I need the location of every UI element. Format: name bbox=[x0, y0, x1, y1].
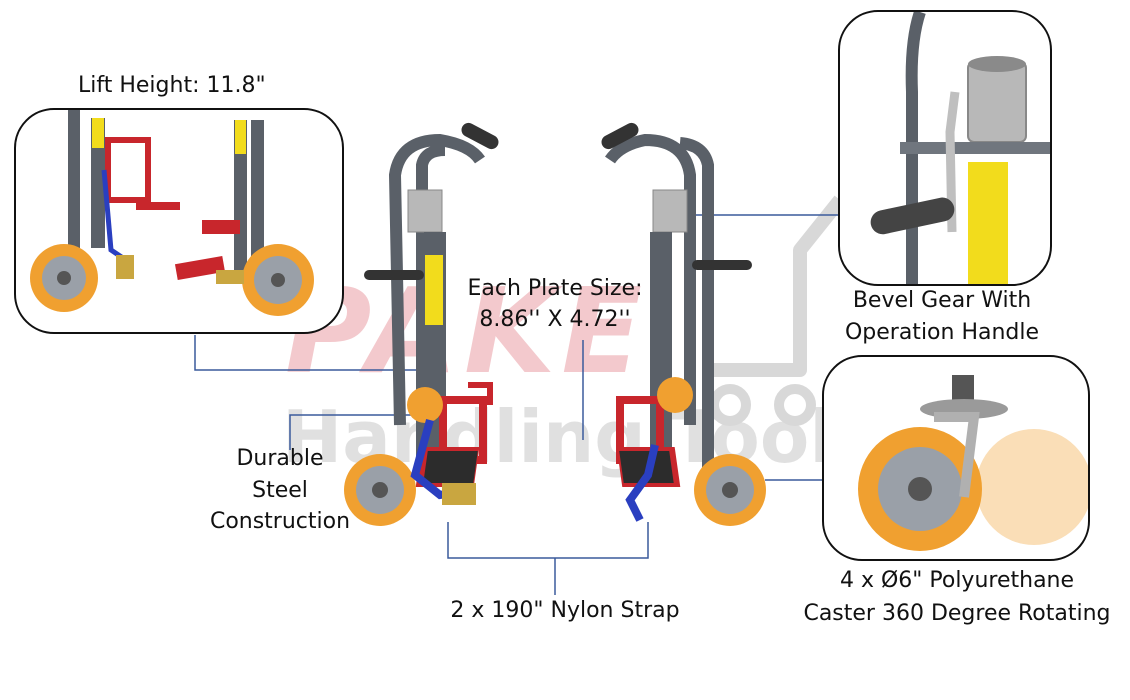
caster-label-line1: 4 x Ø6" Polyurethane bbox=[839, 568, 1075, 593]
cart-watermark-icon bbox=[709, 195, 846, 426]
bevel-gear-label-line2: Operation Handle bbox=[844, 320, 1040, 345]
caster-illustration bbox=[858, 375, 1088, 551]
lift-height-inset bbox=[14, 108, 344, 334]
plate-size-label-line1: Each Plate Size: bbox=[467, 276, 643, 301]
durable-label-line3: Construction bbox=[209, 509, 351, 534]
durable-label-line2: Steel bbox=[252, 478, 308, 503]
left-dolly bbox=[344, 122, 499, 526]
bevel-gear-label-line1: Bevel Gear With bbox=[852, 288, 1032, 313]
caster-inset bbox=[822, 355, 1090, 561]
strap-label: 2 x 190" Nylon Strap bbox=[450, 598, 680, 623]
lift-height-illustration bbox=[30, 110, 314, 316]
dolly-product-illustration bbox=[344, 122, 766, 526]
bevel-gear-inset bbox=[838, 10, 1052, 286]
durable-label-line1: Durable bbox=[236, 446, 324, 471]
right-dolly bbox=[601, 122, 766, 526]
lift-height-label: Lift Height: 11.8" bbox=[78, 73, 266, 98]
plate-size-label-line2: 8.86'' X 4.72'' bbox=[479, 307, 631, 332]
bevel-gear-illustration bbox=[870, 12, 1050, 284]
caster-label-line2: Caster 360 Degree Rotating bbox=[803, 601, 1111, 626]
